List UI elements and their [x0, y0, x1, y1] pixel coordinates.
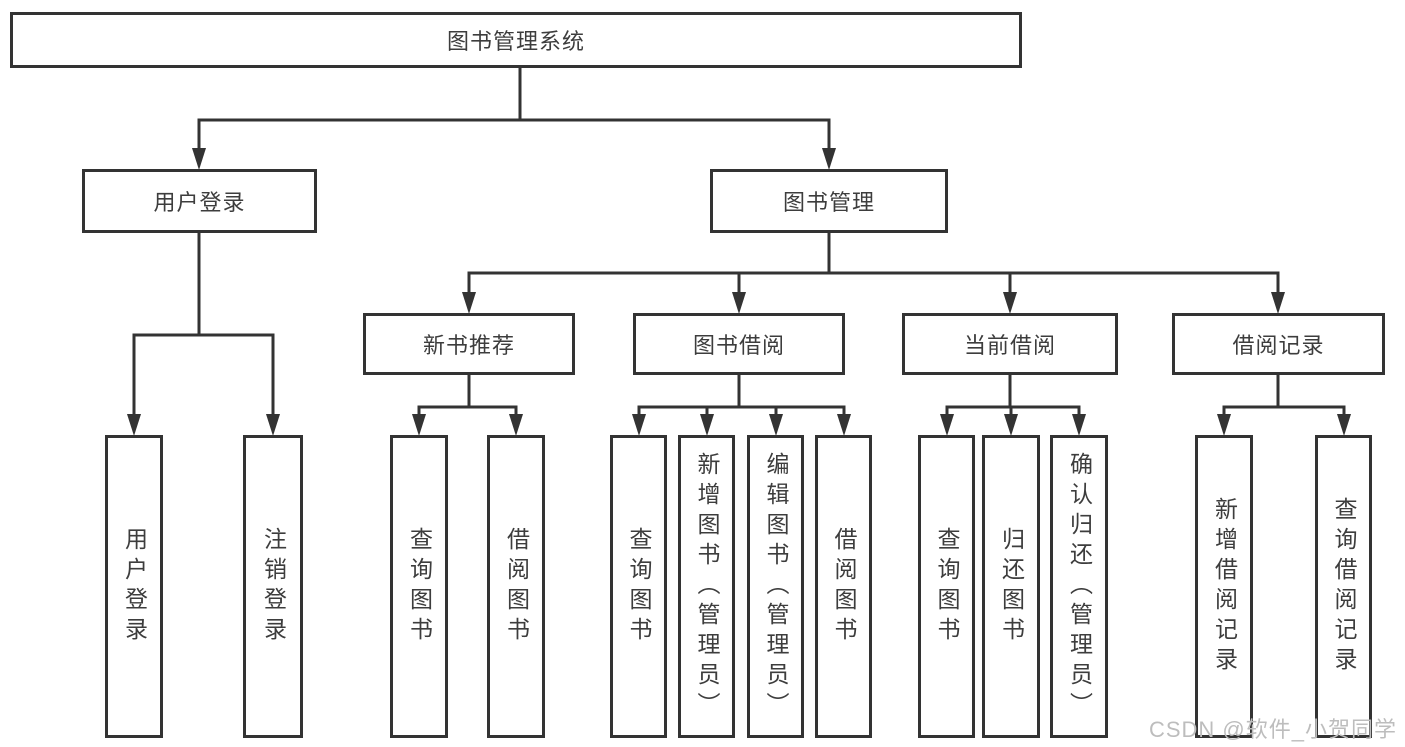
leaf-edit-book-admin: 编辑图书（管理员） — [747, 435, 804, 738]
leaf-borrow-books-1-label: 借阅图书 — [503, 526, 530, 647]
leaf-borrow-books-2: 借阅图书 — [815, 435, 872, 738]
leaf-query-borrow-record: 查询借阅记录 — [1315, 435, 1372, 738]
node-book-borrow-label: 图书借阅 — [692, 333, 785, 358]
edge-current-trunk — [945, 373, 1081, 419]
arrow-down-icon — [732, 292, 746, 314]
arrow-down-icon — [1217, 414, 1231, 436]
node-book-management: 图书管理 — [710, 169, 948, 233]
node-user-login-label: 用户登录 — [153, 190, 246, 215]
node-root: 图书管理系统 — [10, 12, 1022, 68]
leaf-query-books-1-label: 查询图书 — [406, 526, 433, 647]
leaf-add-borrow-record: 新增借阅记录 — [1195, 435, 1253, 738]
leaf-user-login-label: 用户登录 — [121, 526, 148, 647]
leaf-user-login: 用户登录 — [105, 435, 163, 738]
arrow-down-icon — [462, 292, 476, 314]
node-borrow-records: 借阅记录 — [1172, 313, 1385, 375]
node-current-borrow-label: 当前借阅 — [963, 333, 1056, 358]
leaf-confirm-return-admin: 确认归还（管理员） — [1050, 435, 1108, 738]
leaf-logout-label: 注销登录 — [260, 526, 287, 647]
edge-records-trunk — [1222, 373, 1346, 419]
node-new-book-recommend: 新书推荐 — [363, 313, 575, 375]
edge-user-login-trunk — [132, 231, 275, 418]
edge-book-mgmt-trunk — [467, 231, 1280, 297]
arrow-down-icon — [192, 148, 206, 170]
arrow-down-icon — [837, 414, 851, 436]
leaf-query-books-2-label: 查询图书 — [626, 526, 652, 647]
node-book-management-label: 图书管理 — [782, 190, 875, 215]
leaf-query-borrow-record-label: 查询借阅记录 — [1331, 496, 1357, 677]
leaf-return-book: 归还图书 — [982, 435, 1040, 738]
arrow-down-icon — [1271, 292, 1285, 314]
arrow-down-icon — [266, 414, 280, 436]
arrow-down-icon — [769, 414, 783, 436]
arrow-down-icon — [412, 414, 426, 436]
leaf-query-books-3-label: 查询图书 — [934, 526, 960, 647]
leaf-query-books-2: 查询图书 — [610, 435, 667, 738]
arrow-down-icon — [127, 414, 141, 436]
leaf-borrow-books-1: 借阅图书 — [487, 435, 545, 738]
arrow-down-icon — [1337, 414, 1351, 436]
node-new-book-recommend-label: 新书推荐 — [422, 333, 515, 358]
leaf-query-books-1: 查询图书 — [390, 435, 448, 738]
edge-new-books-trunk — [417, 373, 518, 419]
node-borrow-records-label: 借阅记录 — [1232, 333, 1325, 358]
arrow-down-icon — [822, 148, 836, 170]
node-root-label: 图书管理系统 — [446, 29, 585, 54]
node-user-login: 用户登录 — [82, 169, 317, 233]
arrow-down-icon — [1072, 414, 1086, 436]
leaf-return-book-label: 归还图书 — [998, 526, 1025, 647]
leaf-confirm-return-admin-label: 确认归还（管理员） — [1066, 451, 1093, 722]
watermark: CSDN @软件_小贺同学 — [1148, 717, 1397, 742]
arrow-down-icon — [509, 414, 523, 436]
leaf-borrow-books-2-label: 借阅图书 — [831, 526, 857, 647]
node-book-borrow: 图书借阅 — [633, 313, 845, 375]
node-current-borrow: 当前借阅 — [902, 313, 1118, 375]
arrow-down-icon — [1004, 414, 1018, 436]
leaf-add-book-admin-label: 新增图书（管理员） — [694, 451, 720, 722]
edge-root-trunk — [197, 66, 831, 152]
arrow-down-icon — [1003, 292, 1017, 314]
leaf-logout: 注销登录 — [243, 435, 303, 738]
arrow-down-icon — [632, 414, 646, 436]
leaf-add-borrow-record-label: 新增借阅记录 — [1211, 496, 1238, 677]
leaf-query-books-3: 查询图书 — [918, 435, 975, 738]
leaf-add-book-admin: 新增图书（管理员） — [678, 435, 735, 738]
leaf-edit-book-admin-label: 编辑图书（管理员） — [763, 451, 789, 722]
arrow-down-icon — [940, 414, 954, 436]
edge-book-borrow-trunk — [637, 373, 846, 419]
arrow-down-icon — [700, 414, 714, 436]
